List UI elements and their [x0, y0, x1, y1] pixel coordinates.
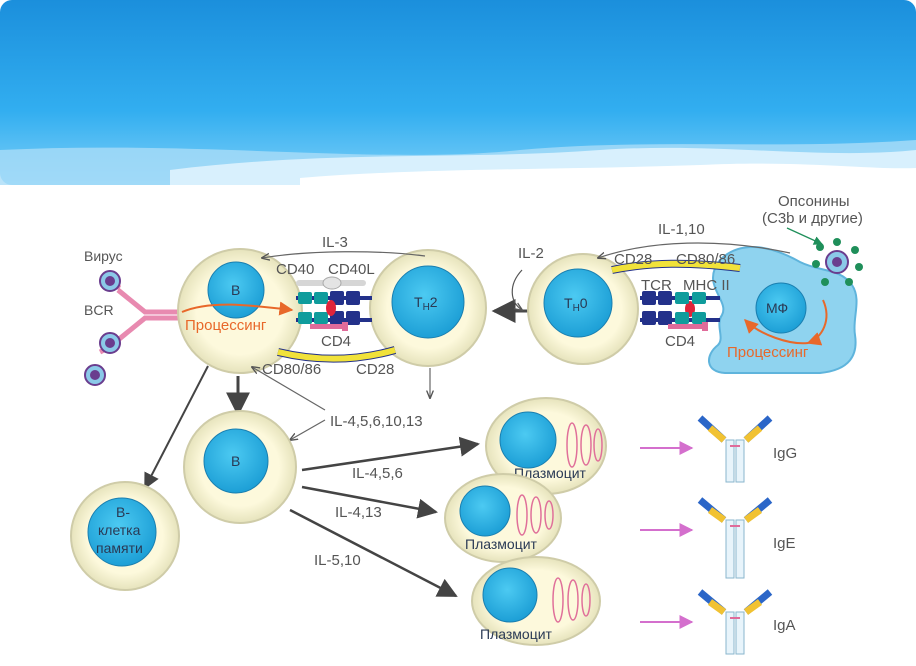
- memory-label-line2: клетка: [98, 522, 141, 538]
- th2-cell: ТН2: [369, 249, 487, 367]
- b-cell-2-label: B: [231, 453, 240, 469]
- virus-label: Вирус: [84, 248, 123, 264]
- cd80-86-left-label: CD80/86: [262, 361, 321, 378]
- cd80-86-right-label: CD80/86: [676, 251, 735, 268]
- b-cell-label: B: [231, 282, 240, 298]
- arrow-to-plasma-iga: [289, 508, 458, 598]
- b-th2-synapse: [296, 276, 372, 331]
- plasma-cell: Плазмоцит: [485, 397, 607, 495]
- bcr-label: BCR: [84, 302, 114, 318]
- memory-label-line1: B-: [116, 504, 130, 520]
- mhc2-label: MHC II: [683, 277, 730, 294]
- cd28-left-label: CD28: [356, 361, 394, 378]
- mf-label: МФ: [766, 300, 788, 316]
- antibody-ige-icon: [697, 497, 773, 579]
- tcr-label: TCR: [641, 277, 672, 294]
- arrow-to-plasma-igg: [301, 436, 480, 472]
- plasma-label: Плазмоцит: [480, 626, 553, 642]
- il-5-10-label: IL-5,10: [314, 552, 361, 569]
- virus-group: Вирус BCR: [84, 248, 185, 386]
- antibody-iga-icon: [697, 589, 773, 655]
- cd4-right-label: CD4: [665, 333, 695, 350]
- b-cell-lower: B: [183, 410, 297, 524]
- th0-mf-synapse: [640, 291, 720, 331]
- cd40l-label: CD40L: [328, 261, 375, 278]
- il2-arrow: [511, 269, 522, 310]
- th2-label: ТН2: [414, 294, 438, 313]
- processing-arrow-b: [181, 301, 294, 316]
- virus-particle: [84, 364, 106, 386]
- plasma-cell: Плазмоцит: [471, 556, 601, 646]
- processing-arrow-mf: [744, 319, 809, 345]
- th0-cell: ТН0: [527, 253, 639, 365]
- opsonins-arrow: [786, 227, 823, 245]
- processing-label-mf: Процессинг: [727, 344, 809, 361]
- opsonins-label-line1: Опсонины: [778, 193, 850, 210]
- igg-label: IgG: [773, 445, 797, 462]
- il2-label: IL-2: [518, 245, 544, 262]
- il3-label: IL-3: [322, 234, 348, 251]
- il3-arrow: [262, 251, 426, 258]
- il1-10-label: IL-1,10: [658, 221, 705, 238]
- antibody-igg-icon: [697, 415, 773, 483]
- b-cell-top: B Процессинг: [177, 248, 303, 374]
- il1-10-arrow: [598, 242, 791, 258]
- header-banner: [0, 0, 916, 185]
- opsonized-virus: [812, 238, 863, 286]
- cd28-right-label: CD28: [614, 251, 652, 268]
- il-4-5-6-10-13-label: IL-4,5,6,10,13: [330, 413, 423, 430]
- macrophage-cell: МФ Процессинг: [708, 246, 858, 374]
- il-4-5-6-label: IL-4,5,6: [352, 465, 403, 482]
- processing-label-b: Процессинг: [185, 317, 267, 334]
- plasma-label: Плазмоцит: [514, 465, 587, 481]
- arrow-to-plasma-ige: [301, 485, 438, 519]
- cd4-left-label: CD4: [321, 333, 351, 350]
- b-to-memory-arrow: [144, 365, 209, 490]
- ige-label: IgE: [773, 535, 796, 552]
- il-4-13-label: IL-4,13: [335, 504, 382, 521]
- memory-label-line3: памяти: [96, 540, 143, 556]
- memory-b-cell: B- клетка памяти: [70, 481, 180, 591]
- virus-particle: [99, 332, 121, 354]
- plasma-label: Плазмоцит: [465, 536, 538, 552]
- cd40-label: CD40: [276, 261, 314, 278]
- th0-label: ТН0: [564, 295, 588, 314]
- iga-label: IgA: [773, 617, 796, 634]
- virus-particle: [99, 270, 121, 292]
- plasma-cell: Плазмоцит: [444, 473, 562, 563]
- opsonins-label-line2: (С3b и другие): [762, 210, 863, 227]
